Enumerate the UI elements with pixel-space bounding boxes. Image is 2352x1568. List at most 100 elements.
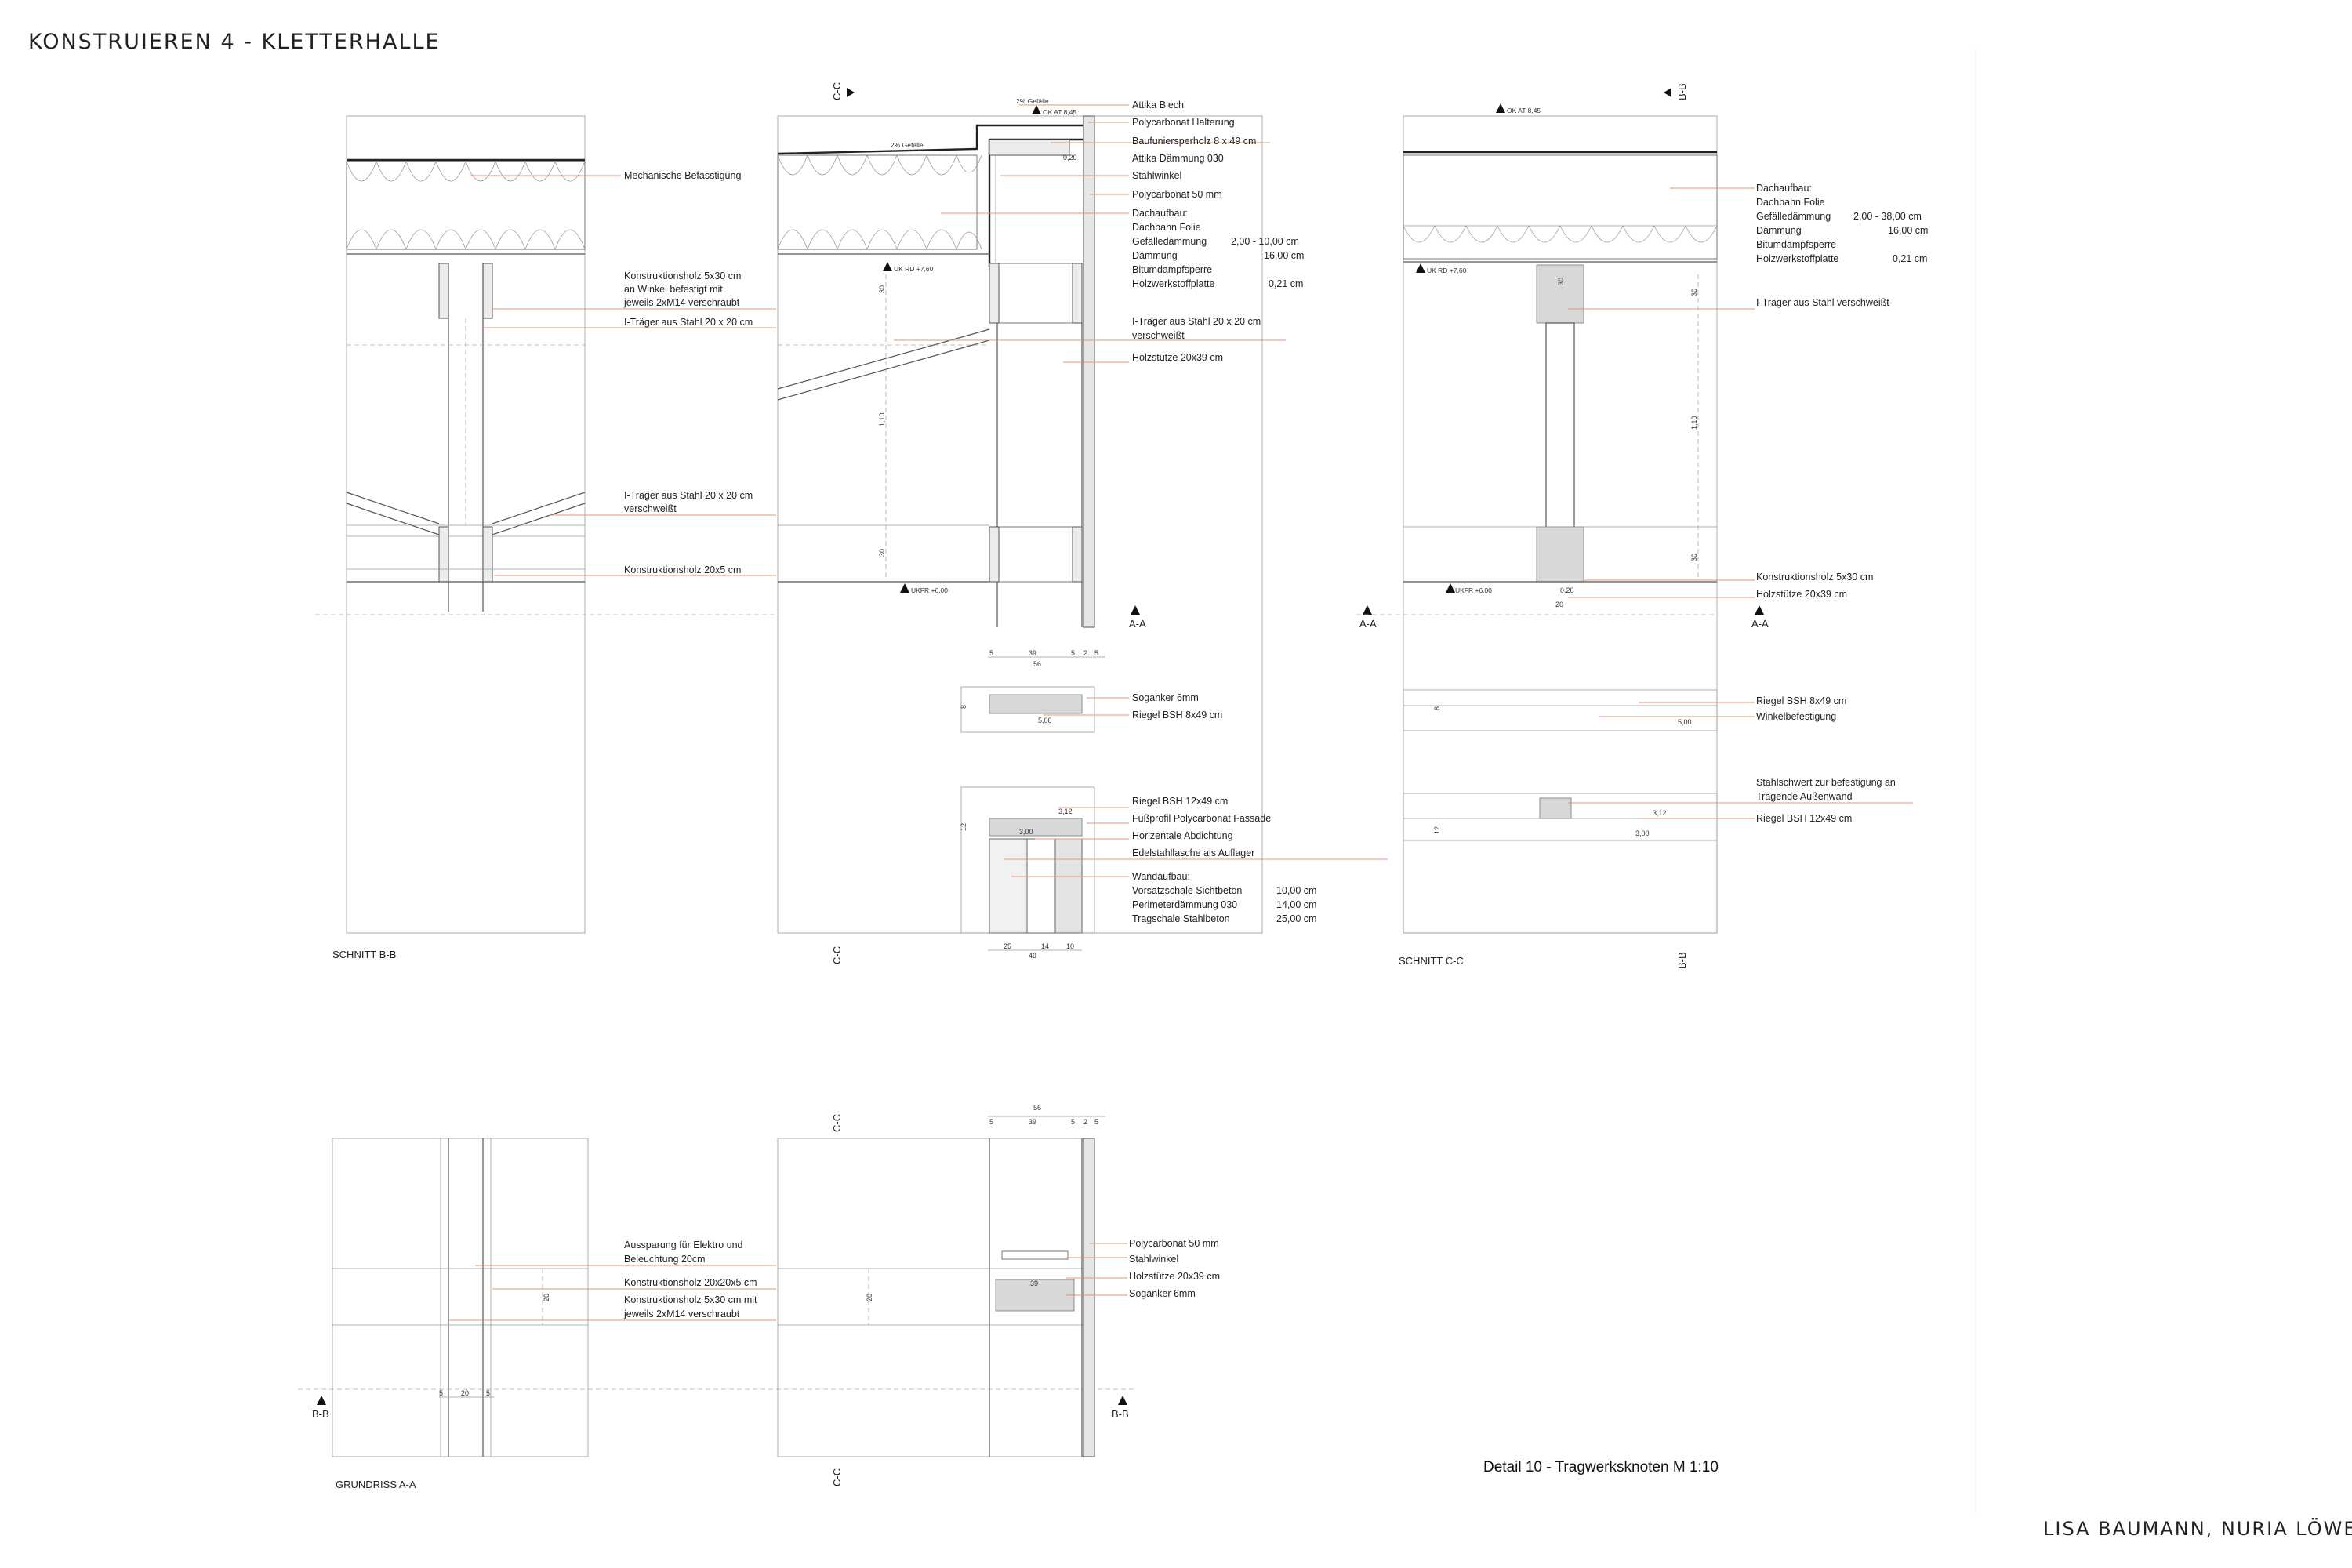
marker-cc-plan-bottom: C-C <box>831 1468 843 1486</box>
wall-layer-value: 10,00 cm <box>1276 885 1316 896</box>
sheet-authors: LISA BAUMANN, NURIA LÖWE <box>2043 1517 2352 1540</box>
label-i-traeger-cc: I-Träger aus Stahl verschweißt <box>1756 297 1889 308</box>
insulation-pattern-top <box>346 160 586 182</box>
wall-layer-name: Vorsatzschale Sichtbeton <box>1132 885 1242 896</box>
beam-flange <box>1072 526 1083 583</box>
dim-312: 3,12 <box>1653 809 1667 817</box>
label-soganker-plan: Soganker 6mm <box>1129 1288 1196 1299</box>
dim-12: 12 <box>1433 826 1441 834</box>
lower-beam-block <box>989 526 1083 583</box>
bracing-right <box>492 492 586 524</box>
section-title-cc: SCHNITT C-C <box>1399 955 1464 967</box>
roof-layer-value: 0,21 cm <box>1893 253 1927 264</box>
roof-insulation <box>346 161 586 250</box>
label-winkelbefestigung: Winkelbefestigung <box>1756 711 1836 722</box>
timber-column-cc <box>1545 322 1575 529</box>
label-wandaufbau: Wandaufbau: <box>1132 871 1190 882</box>
section-bb: SCHNITT B-B Mechanische Befässtigung Kon… <box>315 115 776 960</box>
detail-caption: Detail 10 - Tragwerksknoten M 1:10 <box>1483 1459 1719 1475</box>
label-riegel-12x49: Riegel BSH 12x49 cm <box>1132 796 1228 807</box>
label-fussprofil: Fußprofil Polycarbonat Fassade <box>1132 813 1271 824</box>
level-marker <box>883 262 892 271</box>
label-polycarbonat-50: Polycarbonat 50 mm <box>1132 189 1222 200</box>
label-mechanische-befestigung: Mechanische Befässtigung <box>624 170 741 181</box>
dim-39: 39 <box>1030 1279 1038 1287</box>
riegel-detail-frame <box>960 686 1095 733</box>
dim-30: 30 <box>1690 289 1698 296</box>
label-verschraubt-plan: jeweils 2xM14 verschraubt <box>623 1308 740 1319</box>
dim-39: 39 <box>1029 649 1036 657</box>
roof-layer-name: Holzwerkstoffplatte <box>1132 278 1214 289</box>
label-holzstuetze-plan: Holzstütze 20x39 cm <box>1129 1271 1220 1282</box>
dim-5: 5 <box>989 1118 993 1126</box>
dim-49: 49 <box>1029 952 1036 960</box>
polycarbonate-plan <box>1083 1138 1095 1457</box>
dim-5: 5 <box>1094 649 1098 657</box>
dim-39: 39 <box>1029 1118 1036 1126</box>
timber-fixing-right <box>482 263 493 319</box>
dim-20: 20 <box>543 1294 550 1301</box>
dim-5: 5 <box>439 1389 443 1397</box>
level-ukfr-cc: UKFR +6,00 <box>1455 586 1492 594</box>
dim-56: 56 <box>1033 660 1041 668</box>
timber-lower-left <box>438 526 449 583</box>
dim-5: 5 <box>1071 649 1075 657</box>
marker-aa-center: A-A <box>1129 618 1146 630</box>
plan-title-aa: GRUNDRISS A-A <box>336 1479 416 1490</box>
marker-bb-top: B-B <box>1676 83 1688 100</box>
riegel-bsh-8x49 <box>989 694 1083 714</box>
label-dachaufbau: Dachaufbau: <box>1132 208 1188 219</box>
dim-20: 20 <box>1555 601 1563 608</box>
dim-30: 30 <box>1557 278 1565 285</box>
label-dachbahn-folie: Dachbahn Folie <box>1132 222 1201 233</box>
label-stahlwinkel-plan: Stahlwinkel <box>1129 1254 1178 1265</box>
level-marker <box>900 583 909 593</box>
cut-marker-bb <box>317 1396 326 1405</box>
marker-bb-plan-left: B-B <box>312 1408 329 1420</box>
section-center: C-C 2% Gefälle OK AT 8,45 2% Gefälle UK … <box>777 82 1388 964</box>
level-slope-2: 2% Gefälle <box>891 141 924 149</box>
steel-sword <box>1539 797 1572 819</box>
dim-5: 5 <box>989 649 993 657</box>
roof-insulation-center <box>777 154 978 250</box>
roof-layer-name: Gefälledämmung <box>1756 211 1831 222</box>
insulation-pattern-c2 <box>777 229 982 251</box>
sheet-title: KONSTRUIEREN 4 - KLETTERHALLE <box>28 30 441 54</box>
section-title-bb: SCHNITT B-B <box>332 949 396 960</box>
dim-2: 2 <box>1083 649 1087 657</box>
marker-arrow <box>1664 88 1671 97</box>
label-baufuniersperholz: Baufuniersperholz 8 x 49 cm <box>1132 136 1256 147</box>
parapet-board <box>989 139 1070 156</box>
dim-14: 14 <box>1041 942 1049 950</box>
label-edelstahllasche: Edelstahllasche als Auflager <box>1132 848 1254 858</box>
steel-angle-plan <box>1001 1250 1069 1260</box>
dim-110: 1,10 <box>1690 416 1698 430</box>
riegel-bsh-12x49 <box>989 818 1083 837</box>
roof-layer-name: Bitumdampfsperre <box>1132 264 1212 275</box>
plan-aa: 20 5 20 5 B-B GRUNDRISS A-A 20 39 56 5 3… <box>298 1104 1220 1490</box>
insulation-pattern-cc <box>1403 225 1718 243</box>
level-marker <box>1032 105 1041 114</box>
label-konstruktionsholz-cc: Konstruktionsholz 5x30 cm <box>1756 572 1873 583</box>
concrete-facing <box>989 838 1028 934</box>
marker-aa-right: A-A <box>1751 618 1769 630</box>
dim-2: 2 <box>1083 1118 1087 1126</box>
marker-bb-plan-right: B-B <box>1112 1408 1129 1420</box>
section-cc: B-B OK AT 8,45 UK RD +7,60 30 1,10 30 30… <box>1356 83 1928 969</box>
dim-500: 5,00 <box>1038 717 1052 724</box>
dim-8: 8 <box>960 705 967 709</box>
level-ok-at: OK AT 8,45 <box>1043 108 1076 116</box>
dim-5: 5 <box>1071 1118 1075 1126</box>
label-polycarbonat-halterung: Polycarbonat Halterung <box>1132 117 1235 128</box>
dim-8: 8 <box>1433 706 1441 710</box>
roof-layer-name: Gefälledämmung <box>1132 236 1207 247</box>
label-riegel-8x49: Riegel BSH 8x49 cm <box>1132 710 1222 720</box>
label-i-traeger-center: I-Träger aus Stahl 20 x 20 cm <box>1132 316 1261 327</box>
label-abdichtung: Horizentale Abdichtung <box>1132 830 1233 841</box>
beam-flange <box>1072 263 1083 324</box>
level-ok-at-cc: OK AT 8,45 <box>1507 107 1541 114</box>
marker-aa-left: A-A <box>1359 618 1377 630</box>
cut-marker-bb <box>1118 1396 1127 1405</box>
level-marker <box>1416 263 1425 273</box>
